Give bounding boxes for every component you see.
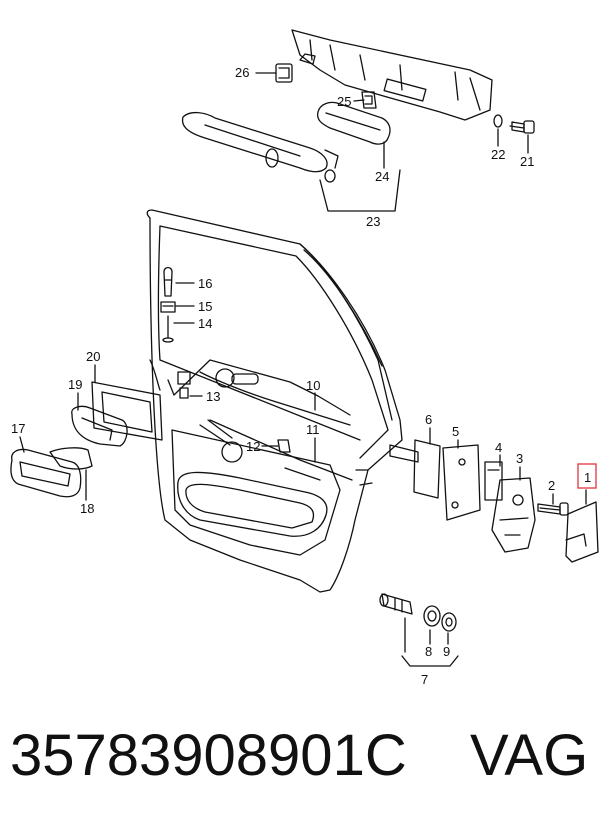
callout-9: 9 (443, 644, 450, 659)
handle-gasket (316, 101, 391, 145)
callout-19: 19 (68, 377, 82, 392)
window-channel (299, 243, 393, 421)
part-number: 35783908901C (10, 723, 407, 788)
washer-8 (423, 605, 441, 627)
rod-clip-13 (177, 371, 191, 399)
callout-5: 5 (452, 424, 459, 439)
handle-clip-26 (275, 63, 293, 83)
callout-21: 21 (520, 154, 534, 169)
callout-labels: 26 25 22 21 24 23 16 15 14 20 19 10 13 1… (11, 65, 591, 687)
highlight-box-1 (577, 463, 597, 489)
callout-2: 2 (548, 478, 555, 493)
lock-plate-5 (442, 444, 481, 521)
callout-25: 25 (337, 94, 351, 109)
lock-rod-14 (162, 315, 174, 343)
callout-22: 22 (491, 147, 505, 162)
lock-knob-16 (163, 266, 173, 297)
leader-25 (353, 99, 365, 102)
handle-clip-25 (361, 91, 377, 109)
callout-24: 24 (375, 169, 389, 184)
screw-21 (509, 120, 535, 134)
callout-17: 17 (11, 421, 25, 436)
bracket-6 (389, 439, 441, 499)
callout-7: 7 (421, 672, 428, 687)
bracket-7 (401, 655, 459, 667)
door-lock-3 (491, 477, 536, 553)
callout-18: 18 (80, 501, 94, 516)
callout-12: 12 (246, 439, 260, 454)
handle-housing-20 (91, 381, 163, 441)
callout-13: 13 (206, 389, 220, 404)
callout-16: 16 (198, 276, 212, 291)
callout-15: 15 (198, 299, 212, 314)
callout-6: 6 (425, 412, 432, 427)
handle-lever-18 (49, 447, 93, 470)
callout-11: 11 (306, 422, 320, 437)
callout-20: 20 (86, 349, 100, 364)
link-4 (484, 461, 503, 501)
screw-2 (537, 502, 569, 516)
lock-rod-10 (199, 371, 351, 426)
lock-part-1 (565, 501, 599, 563)
callout-23: 23 (366, 214, 380, 229)
exploded-parts-diagram: 26 25 22 21 24 23 16 15 14 20 19 10 13 1… (10, 29, 599, 687)
handle-trim-17 (10, 448, 82, 498)
brand-label: VAG (470, 723, 589, 788)
inner-handle-19 (71, 405, 128, 447)
outer-door-handle (181, 111, 339, 183)
callout-14: 14 (198, 316, 212, 331)
washer-22 (493, 114, 503, 128)
callout-1: 1 (584, 470, 591, 485)
leader-23 (319, 169, 401, 212)
lock-rod-11 (209, 419, 353, 481)
callout-8: 8 (425, 644, 432, 659)
callout-4: 4 (495, 440, 502, 455)
callout-10: 10 (306, 378, 320, 393)
leader-17 (19, 436, 25, 453)
washer-9 (441, 612, 457, 632)
striker-bolt (379, 593, 413, 615)
callout-26: 26 (235, 65, 249, 80)
callout-3: 3 (516, 451, 523, 466)
guide-15 (160, 301, 176, 313)
door-outer-skin-panel (291, 29, 493, 121)
rod-clip-12 (277, 439, 291, 453)
